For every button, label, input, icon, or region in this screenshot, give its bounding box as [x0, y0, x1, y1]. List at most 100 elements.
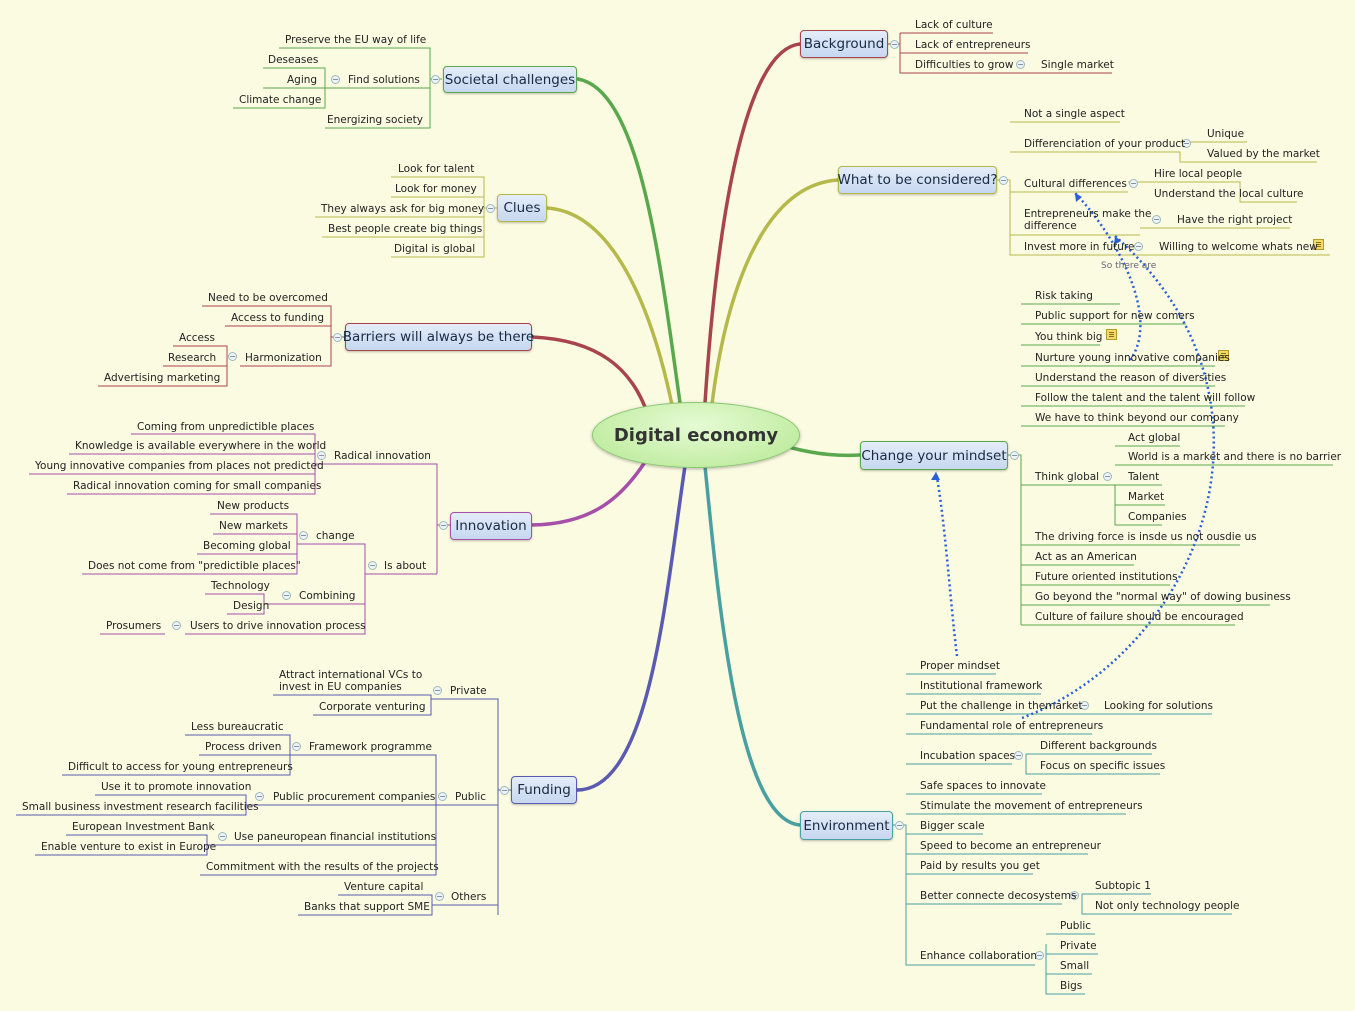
collapse-toggle-icon[interactable]: −	[255, 792, 264, 801]
subtopic-label[interactable]: Attract international VCs to	[279, 669, 423, 681]
collapse-toggle-icon[interactable]: −	[331, 75, 340, 84]
collapse-toggle-icon[interactable]: −	[1152, 215, 1161, 224]
subtopic-label[interactable]: Stimulate the movement of entrepreneurs	[920, 800, 1143, 812]
subtopic-label[interactable]: Digital is global	[394, 243, 476, 255]
topic-innovation[interactable]: Innovation	[450, 512, 532, 540]
collapse-toggle-icon[interactable]: −	[1010, 451, 1019, 460]
collapse-toggle-icon[interactable]: −	[1103, 472, 1112, 481]
subtopic-label[interactable]: Bigger scale	[920, 820, 985, 832]
collapse-toggle-icon[interactable]: −	[999, 176, 1008, 185]
subtopic-label[interactable]: Climate change	[239, 94, 322, 106]
subtopic-label[interactable]: change	[316, 530, 355, 542]
subtopic-label[interactable]: Preserve the EU way of life	[285, 34, 427, 46]
subtopic-label[interactable]: Different backgrounds	[1040, 740, 1157, 752]
collapse-toggle-icon[interactable]: −	[486, 204, 495, 213]
subtopic-label[interactable]: Enhance collaboration	[920, 950, 1038, 962]
subtopic-label[interactable]: Young innovative companies from places n…	[35, 460, 324, 472]
topic-what-to-be-considered[interactable]: What to be considered?	[838, 166, 997, 194]
subtopic-label[interactable]: Lack of entrepreneurs	[915, 39, 1031, 51]
collapse-toggle-icon[interactable]: −	[1014, 751, 1023, 760]
subtopic-label[interactable]: Use paneuropean financial institutions	[234, 831, 437, 843]
subtopic-label[interactable]: Harmonization	[245, 352, 322, 364]
subtopic-label[interactable]: Not a single aspect	[1024, 108, 1125, 120]
topic-change-your-mindset[interactable]: Change your mindset	[860, 441, 1008, 470]
subtopic-label[interactable]: Difficulties to grow	[915, 59, 1014, 71]
subtopic-label[interactable]: Look for money	[395, 183, 477, 195]
subtopic-label[interactable]: Incubation spaces	[920, 750, 1016, 762]
collapse-toggle-icon[interactable]: −	[895, 821, 904, 830]
subtopic-label[interactable]: Others	[451, 891, 487, 903]
subtopic-label[interactable]: Public support for new comers	[1035, 310, 1195, 322]
collapse-toggle-icon[interactable]: −	[431, 75, 440, 84]
subtopic-label[interactable]: Understand the reason of diversities	[1035, 372, 1227, 384]
subtopic-label[interactable]: Act global	[1128, 432, 1181, 444]
collapse-toggle-icon[interactable]: −	[1016, 60, 1025, 69]
subtopic-label[interactable]: Understand the local culture	[1154, 188, 1304, 200]
collapse-toggle-icon[interactable]: −	[218, 832, 227, 841]
collapse-toggle-icon[interactable]: −	[317, 451, 326, 460]
subtopic-label[interactable]: Design	[233, 600, 270, 612]
collapse-toggle-icon[interactable]: −	[1035, 951, 1044, 960]
collapse-toggle-icon[interactable]: −	[1129, 179, 1138, 188]
subtopic-label[interactable]: Users to drive innovation process	[190, 620, 366, 632]
collapse-toggle-icon[interactable]: −	[1134, 242, 1143, 251]
subtopic-label[interactable]: Find solutions	[348, 74, 420, 86]
subtopic-label[interactable]: Banks that support SME	[304, 901, 430, 913]
subtopic-label[interactable]: Future oriented institutions	[1035, 571, 1178, 583]
subtopic-label[interactable]: Think global	[1035, 471, 1100, 483]
subtopic-label[interactable]: Hire local people	[1154, 168, 1243, 180]
subtopic-label[interactable]: Look for talent	[398, 163, 475, 175]
subtopic-label[interactable]: Act as an American	[1035, 551, 1137, 563]
note-icon[interactable]	[1313, 239, 1324, 250]
subtopic-label[interactable]: Talent	[1128, 471, 1160, 483]
subtopic-label[interactable]: Small business investment research facil…	[22, 801, 259, 813]
subtopic-label[interactable]: Differenciation of your product	[1024, 138, 1186, 150]
collapse-toggle-icon[interactable]: −	[299, 531, 308, 540]
subtopic-label[interactable]: Companies	[1128, 511, 1187, 523]
subtopic-label[interactable]: Market	[1128, 491, 1165, 503]
central-topic[interactable]: Digital economy	[592, 402, 800, 468]
subtopic-label[interactable]: Public procurement companies	[273, 791, 436, 803]
subtopic-label[interactable]: Subtopic 1	[1095, 880, 1151, 892]
subtopic-label[interactable]: Aging	[287, 74, 318, 86]
topic-environment[interactable]: Environment	[800, 811, 893, 840]
subtopic-label[interactable]: Corporate venturing	[319, 701, 426, 713]
subtopic-label[interactable]: Best people create big things	[328, 223, 483, 235]
subtopic-label[interactable]: Research	[168, 352, 217, 364]
collapse-toggle-icon[interactable]: −	[433, 686, 442, 695]
subtopic-label[interactable]: We have to think beyond our company	[1035, 412, 1239, 424]
subtopic-label[interactable]: Paid by results you get	[920, 860, 1040, 872]
subtopic-label[interactable]: Deseases	[268, 54, 319, 66]
subtopic-label[interactable]: Need to be overcomed	[208, 292, 328, 304]
subtopic-label[interactable]: Looking for solutions	[1104, 700, 1213, 712]
subtopic-label[interactable]: Willing to welcome whats new	[1159, 241, 1318, 253]
subtopic-label[interactable]: Radical innovation	[334, 450, 431, 462]
subtopic-label[interactable]: Speed to become an entrepreneur	[920, 840, 1101, 852]
subtopic-label[interactable]: Commitment with the results of the proje…	[206, 861, 439, 873]
collapse-toggle-icon[interactable]: −	[282, 591, 291, 600]
collapse-toggle-icon[interactable]: −	[890, 40, 899, 49]
subtopic-label[interactable]: Bigs	[1060, 980, 1083, 992]
subtopic-label[interactable]: Does not come from "predictible places"	[88, 560, 301, 572]
subtopic-label[interactable]: European Investment Bank	[72, 821, 215, 833]
subtopic-label[interactable]: Public	[455, 791, 487, 803]
subtopic-label[interactable]: Single market	[1041, 59, 1114, 71]
collapse-toggle-icon[interactable]: −	[172, 621, 181, 630]
subtopic-label[interactable]: The driving force is insde us not ousdie…	[1035, 531, 1257, 543]
note-icon[interactable]	[1218, 350, 1229, 361]
subtopic-label[interactable]: Public	[1060, 920, 1092, 932]
subtopic-label[interactable]: Prosumers	[106, 620, 162, 632]
subtopic-label[interactable]: Advertising marketing	[104, 372, 221, 384]
subtopic-label[interactable]: Unique	[1207, 128, 1245, 140]
subtopic-label[interactable]: Valued by the market	[1207, 148, 1320, 160]
subtopic-label[interactable]: Go beyond the "normal way" of dowing bus…	[1035, 591, 1291, 603]
subtopic-label[interactable]: Venture capital	[344, 881, 424, 893]
subtopic-label[interactable]: Knowledge is available everywhere in the…	[75, 440, 327, 452]
subtopic-label[interactable]: Follow the talent and the talent will fo…	[1035, 392, 1256, 404]
subtopic-label[interactable]: Becoming global	[203, 540, 291, 552]
subtopic-label[interactable]: Focus on specific issues	[1040, 760, 1166, 772]
subtopic-label[interactable]: Not only technology people	[1095, 900, 1240, 912]
collapse-toggle-icon[interactable]: −	[438, 792, 447, 801]
subtopic-label[interactable]: Proper mindset	[920, 660, 1000, 672]
subtopic-label[interactable]: invest in EU companies	[279, 681, 402, 693]
